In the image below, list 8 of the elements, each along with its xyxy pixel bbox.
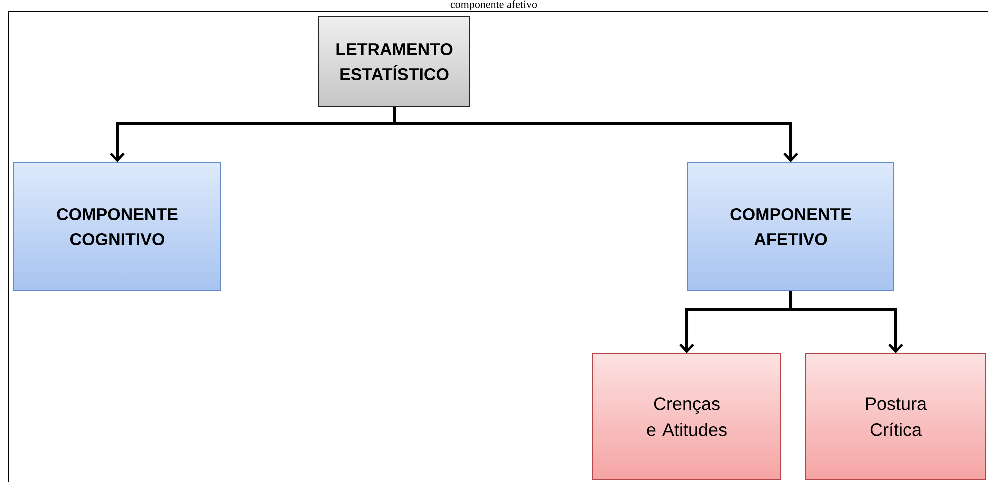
caption: componente afetivo <box>450 0 538 12</box>
subcomponent-box: Crenças e Atitudes <box>592 354 782 480</box>
title-box: LETRAMENTO ESTATÍSTICO <box>318 16 470 108</box>
arrow <box>393 108 798 162</box>
component-box: COMPONENTE COGNITIVO <box>14 162 222 292</box>
subcomponent-box: Postura Crítica <box>806 354 986 480</box>
component-box: COMPONENTE AFETIVO <box>688 162 894 292</box>
arrow <box>790 292 904 354</box>
